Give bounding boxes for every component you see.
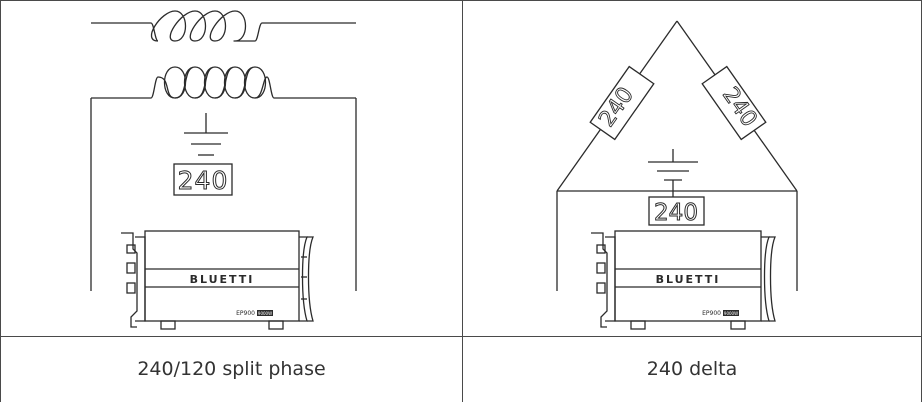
device-badge-label: 9000W bbox=[258, 311, 272, 316]
power-station-device bbox=[591, 230, 776, 330]
ground-symbol bbox=[184, 113, 228, 156]
device-badge-label: 9000W bbox=[724, 311, 738, 316]
delta-caption: 240 delta bbox=[646, 358, 738, 380]
delta-triangle bbox=[556, 20, 798, 192]
delta-diagram: 240 240 240 BLUETTI EP900 9000W bbox=[556, 20, 798, 330]
split-phase-caption: 240/120 split phase bbox=[137, 358, 326, 380]
voltage-label: 240 bbox=[178, 166, 229, 195]
device-model-badge bbox=[257, 310, 273, 316]
split-phase-diagram: 240 BLUETTI EP900 9000W bbox=[90, 10, 357, 330]
power-station-device bbox=[121, 230, 314, 330]
left-winding-box bbox=[589, 65, 655, 141]
ground-symbol bbox=[648, 149, 698, 197]
table-border-left bbox=[0, 0, 1, 402]
voltage-label-box bbox=[173, 163, 233, 196]
device-brand-label: BLUETTI bbox=[656, 273, 721, 286]
device-model-label: EP900 bbox=[236, 310, 255, 317]
voltage-label: 240 bbox=[654, 200, 698, 226]
voltage-label-box bbox=[648, 196, 705, 226]
transformer-primary-coil bbox=[91, 10, 356, 42]
device-model-badge bbox=[723, 310, 739, 316]
table-border-top bbox=[0, 0, 922, 1]
table-border-middle bbox=[462, 0, 463, 402]
right-winding-box bbox=[701, 65, 767, 141]
device-model-label: EP900 bbox=[702, 310, 721, 317]
table-row-divider bbox=[0, 336, 922, 337]
device-brand-label: BLUETTI bbox=[190, 273, 255, 286]
transformer-secondary-coil bbox=[90, 66, 357, 291]
